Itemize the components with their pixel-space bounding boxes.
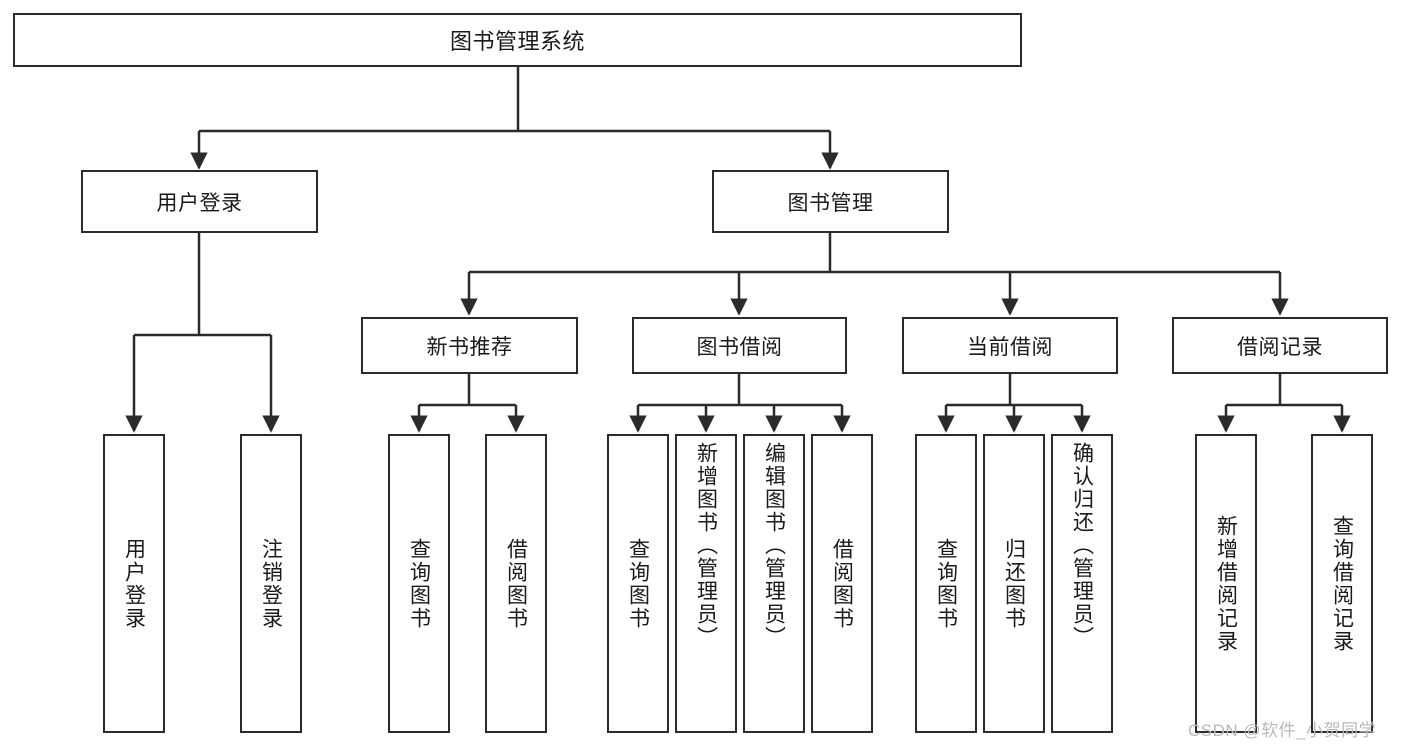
leaf-label: 编辑图书（管理员）	[762, 442, 786, 649]
leaf-add-borrow-record[interactable]: 新增借阅记录	[1195, 434, 1257, 733]
leaf-confirm-return[interactable]: 确认归还（管理员）	[1051, 434, 1113, 733]
node-current-borrow[interactable]: 当前借阅	[902, 317, 1118, 374]
leaf-label: 归还图书	[1002, 537, 1026, 630]
leaf-user-login[interactable]: 用户登录	[103, 434, 165, 733]
leaf-query-book-3[interactable]: 查询图书	[915, 434, 977, 733]
leaf-label: 借阅图书	[830, 537, 854, 630]
leaf-label: 新增图书（管理员）	[694, 442, 718, 649]
leaf-label: 查询借阅记录	[1330, 514, 1354, 653]
node-user-login[interactable]: 用户登录	[81, 170, 318, 233]
leaf-label: 确认归还（管理员）	[1070, 442, 1094, 649]
leaf-query-book-1[interactable]: 查询图书	[388, 434, 450, 733]
leaf-label: 查询图书	[626, 537, 650, 630]
leaf-label: 注销登录	[259, 537, 283, 630]
leaf-query-book-2[interactable]: 查询图书	[607, 434, 669, 733]
node-root-system[interactable]: 图书管理系统	[13, 13, 1022, 67]
node-new-book-recommend[interactable]: 新书推荐	[361, 317, 578, 374]
leaf-return-book[interactable]: 归还图书	[983, 434, 1045, 733]
leaf-borrow-book-1[interactable]: 借阅图书	[485, 434, 547, 733]
leaf-query-borrow-record[interactable]: 查询借阅记录	[1311, 434, 1373, 733]
leaf-borrow-book-2[interactable]: 借阅图书	[811, 434, 873, 733]
leaf-label: 借阅图书	[504, 537, 528, 630]
leaf-label: 新增借阅记录	[1214, 514, 1238, 653]
node-borrow-record[interactable]: 借阅记录	[1172, 317, 1388, 374]
leaf-edit-book[interactable]: 编辑图书（管理员）	[743, 434, 805, 733]
leaf-label: 查询图书	[934, 537, 958, 630]
node-book-borrow[interactable]: 图书借阅	[632, 317, 847, 374]
leaf-label: 查询图书	[407, 537, 431, 630]
leaf-label: 用户登录	[122, 537, 146, 630]
leaf-add-book[interactable]: 新增图书（管理员）	[675, 434, 737, 733]
csdn-watermark: CSDN @软件_小贺同学	[1188, 721, 1377, 740]
leaf-user-logout[interactable]: 注销登录	[240, 434, 302, 733]
node-book-management[interactable]: 图书管理	[712, 170, 949, 233]
